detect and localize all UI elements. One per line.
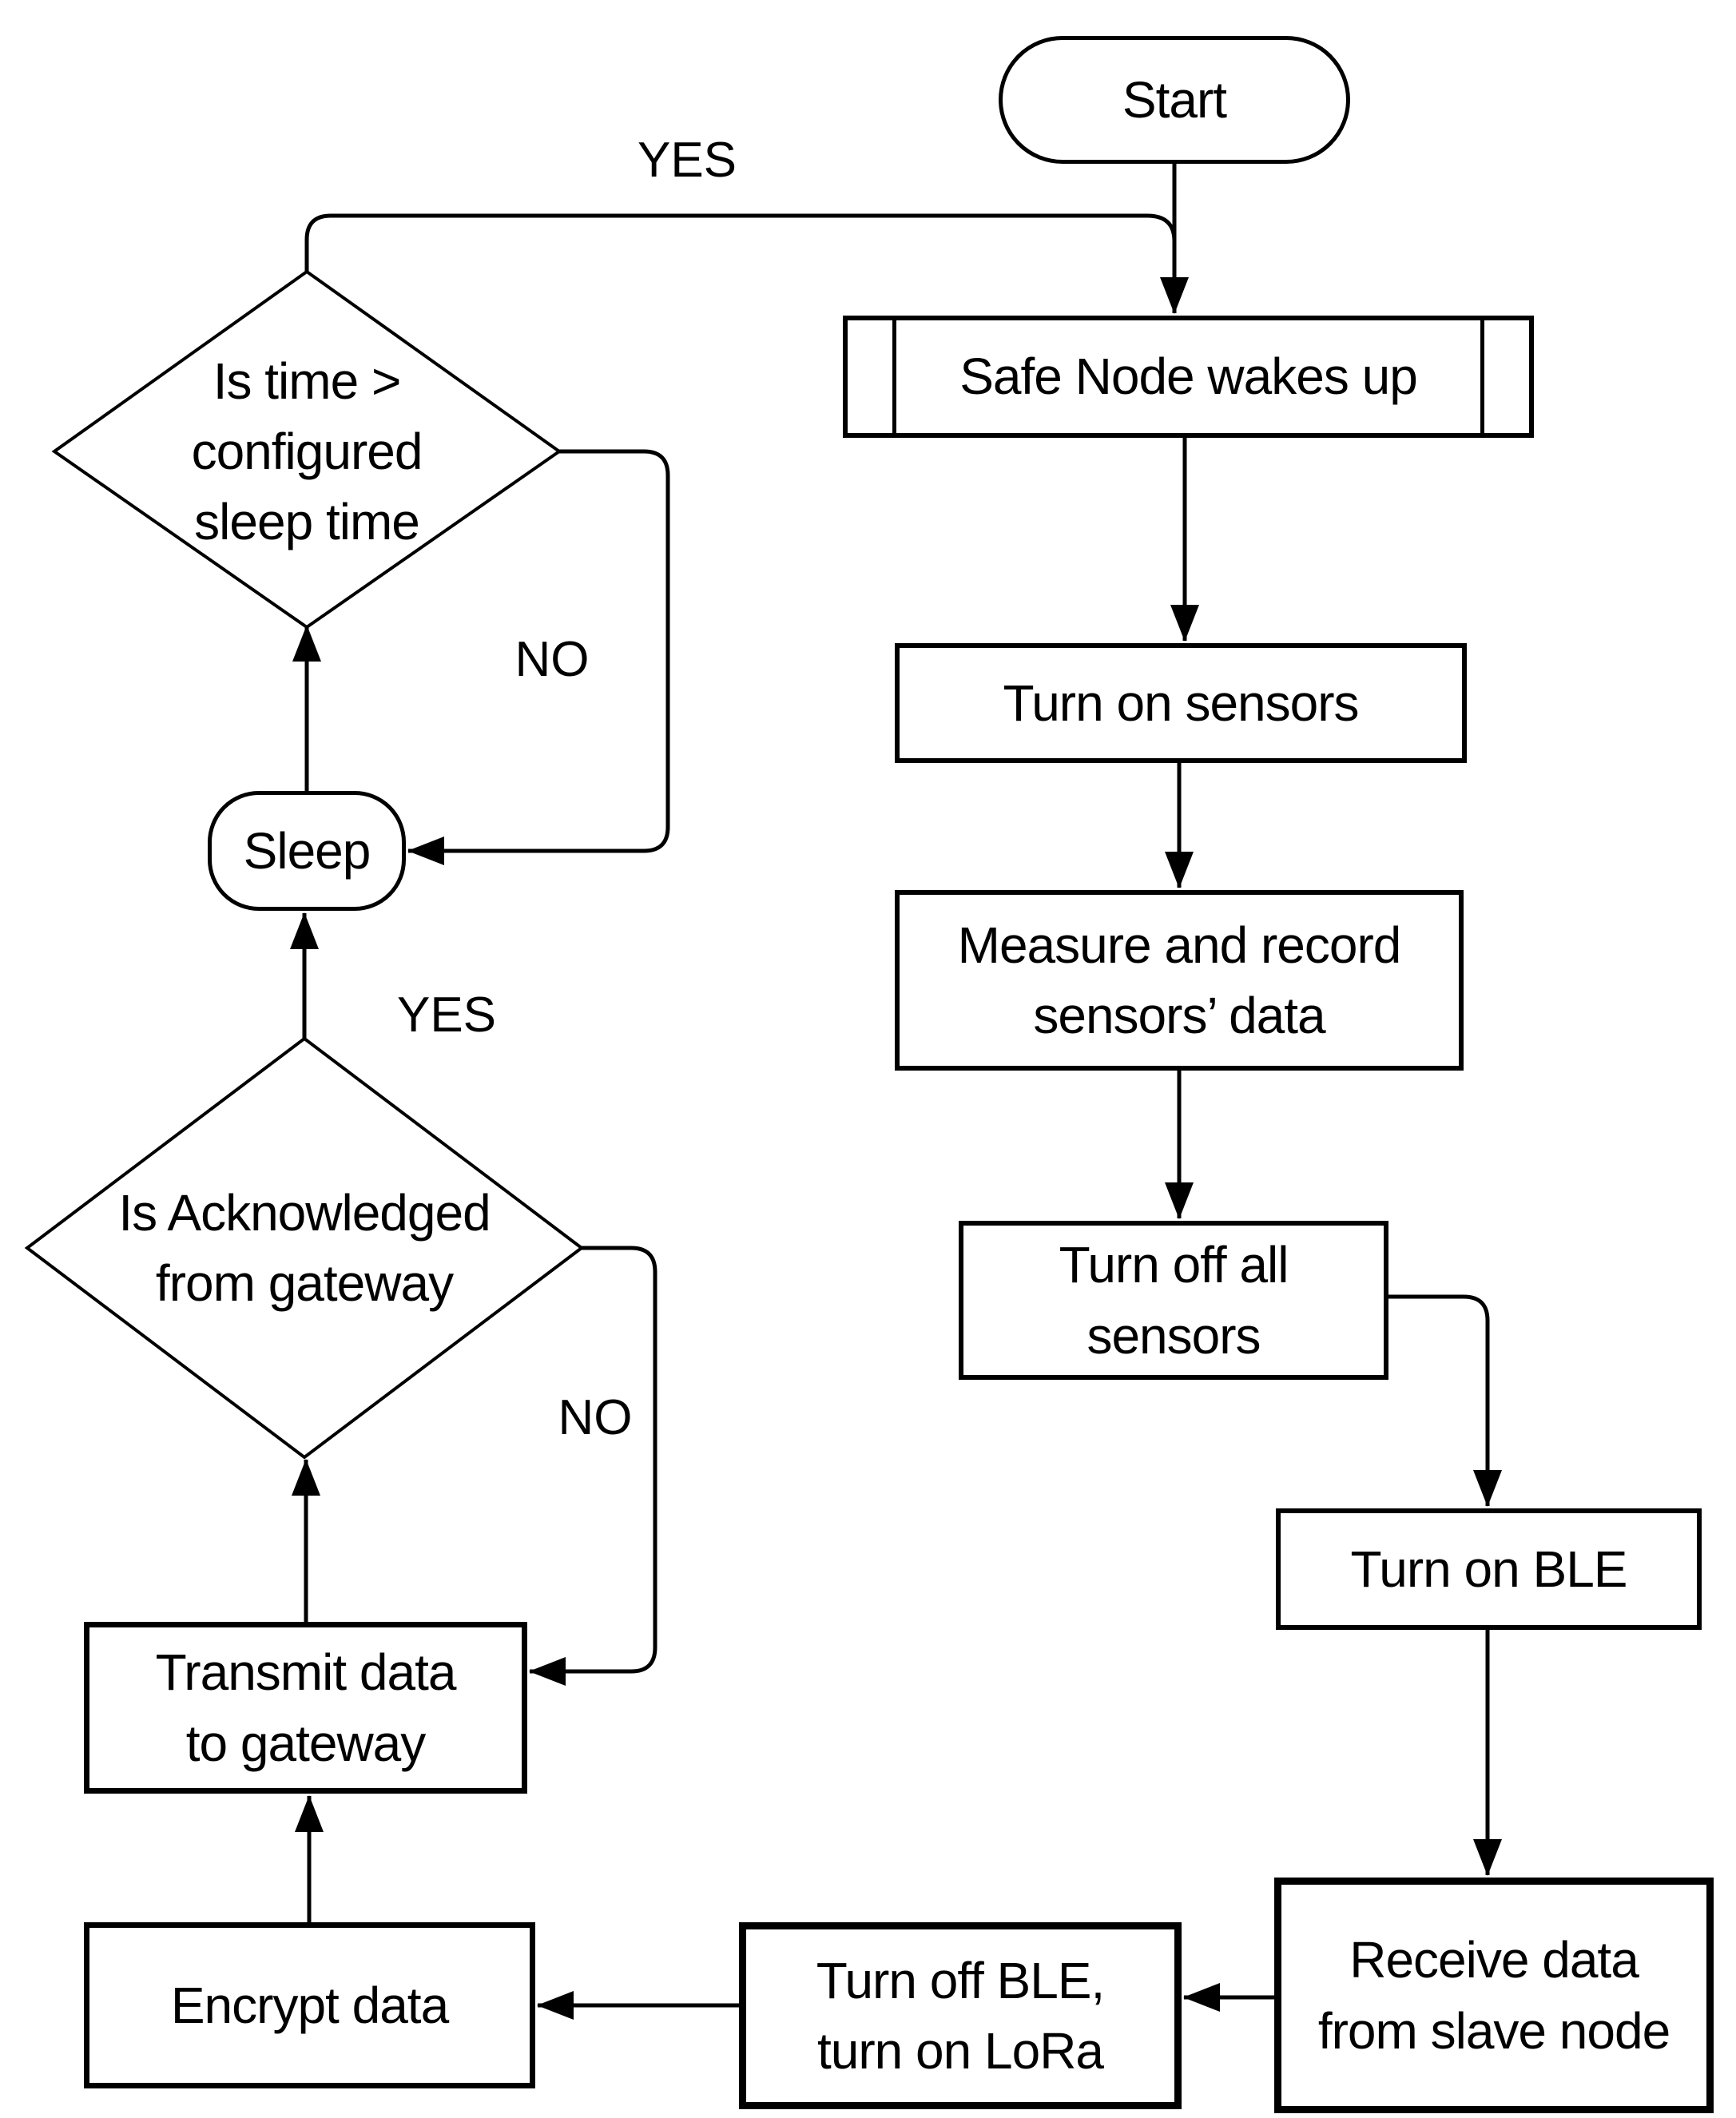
- edge-label-no-sleep-loop: NO: [514, 631, 590, 687]
- decision-sleep-time: [51, 269, 562, 630]
- node-label: Measure and record sensors’ data: [957, 916, 1402, 1044]
- subroutine-bar-left: [892, 320, 896, 433]
- subroutine-bar-right: [1480, 320, 1484, 433]
- node-safe-node-wakes-up: Safe Node wakes up: [843, 316, 1534, 438]
- edge-time-no-loop: [407, 449, 670, 865]
- node-measure-record: Measure and record sensors’ data: [895, 890, 1464, 1071]
- node-turn-on-ble: Turn on BLE: [1276, 1508, 1702, 1630]
- node-label: Turn on BLE: [1350, 1540, 1628, 1598]
- node-receive-data: Receive data from slave node: [1274, 1878, 1714, 2113]
- node-label: Start: [1122, 70, 1227, 129]
- node-label: Sleep: [243, 821, 371, 880]
- node-label: Safe Node wakes up: [959, 348, 1418, 406]
- node-label: Encrypt data: [170, 1976, 449, 2034]
- node-label: Transmit data to gateway: [155, 1643, 457, 1772]
- decision-acknowledged: [24, 1036, 585, 1460]
- node-ble-to-lora: Turn off BLE, turn on LoRa: [739, 1922, 1182, 2109]
- node-transmit-data: Transmit data to gateway: [84, 1622, 527, 1794]
- edge-yes-return-to-wake: [304, 213, 1177, 272]
- node-label: Turn off BLE, turn on LoRa: [816, 1951, 1106, 2080]
- edge-label-yes-to-sleep: YES: [396, 987, 497, 1043]
- node-start: Start: [999, 36, 1350, 164]
- node-turn-on-sensors: Turn on sensors: [895, 643, 1467, 763]
- node-label: Receive data from slave node: [1317, 1931, 1670, 2060]
- node-encrypt-data: Encrypt data: [84, 1922, 535, 2088]
- node-label: Turn on sensors: [1003, 674, 1359, 732]
- edge-label-yes-wake-loop: YES: [637, 132, 737, 188]
- node-turn-off-sensors: Turn off all sensors: [959, 1221, 1388, 1380]
- edge-turn-off-to-ble: [1388, 1294, 1502, 1507]
- edge-ack-no-loop: [529, 1246, 657, 1686]
- node-sleep: Sleep: [208, 791, 406, 911]
- node-label: Turn off all sensors: [1059, 1236, 1289, 1365]
- edge-label-no-retransmit: NO: [558, 1389, 633, 1445]
